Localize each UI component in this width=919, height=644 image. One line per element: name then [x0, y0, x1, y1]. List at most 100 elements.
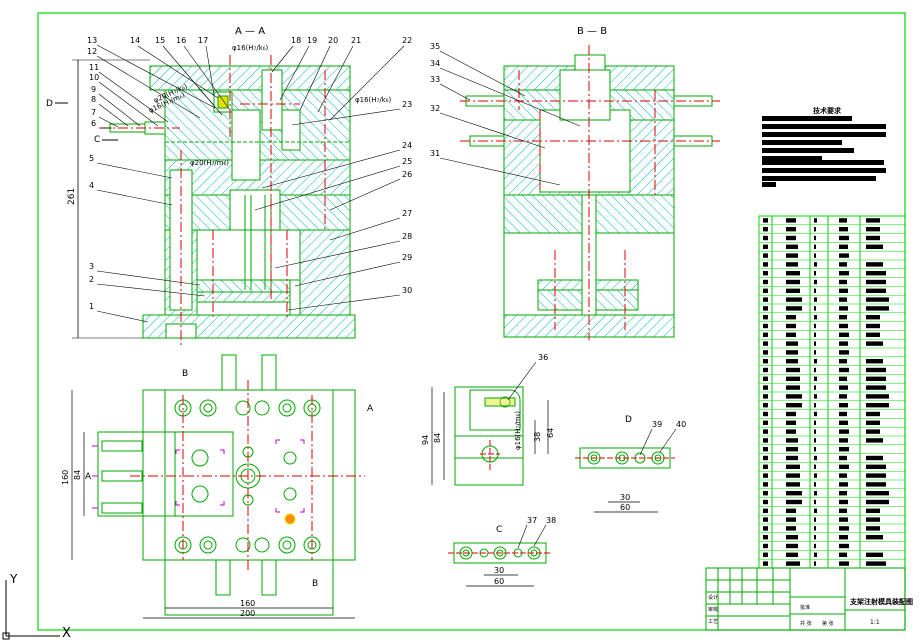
parts-list-cell: [814, 297, 817, 302]
parts-list-cell: [763, 447, 768, 452]
svg-text:20: 20: [328, 36, 338, 45]
parts-list-cell: [786, 262, 798, 267]
svg-text:1: 1: [89, 302, 94, 311]
parts-list-cell: [786, 359, 798, 364]
parts-list-cell: [866, 411, 880, 417]
parts-list-cell: [866, 323, 880, 329]
balloon-39: 39: [652, 420, 662, 429]
parts-list-cell: [839, 535, 848, 540]
svg-text:14: 14: [130, 36, 140, 45]
dim-view-c-60: 60: [494, 577, 504, 586]
parts-list-cell: [786, 235, 796, 241]
parts-list-cell: [786, 385, 800, 390]
parts-list-cell: [763, 385, 768, 390]
dim-overall-height: 261: [67, 188, 77, 205]
parts-list-cell: [763, 535, 768, 540]
parts-list-cell: [786, 535, 798, 540]
balloons-top: 14 15 16 17 18 19 20 21 22: [130, 36, 412, 121]
svg-text:批准: 批准: [800, 604, 810, 611]
view-c-label: C: [496, 525, 502, 535]
parts-list-cell: [786, 394, 802, 399]
title-block-scale: 1:1: [870, 619, 880, 626]
svg-text:3: 3: [89, 262, 94, 271]
parts-list-cell: [866, 315, 880, 320]
balloon-36: 36: [538, 353, 548, 362]
parts-list-cell: [814, 218, 817, 223]
section-bb-view: B — B: [460, 26, 720, 340]
parts-list-cell: [839, 350, 849, 355]
dim-view-d-30: 30: [620, 493, 630, 502]
parts-list-cell: [866, 306, 889, 311]
parts-list-cell: [814, 499, 816, 505]
parts-list-cell: [814, 376, 817, 381]
parts-list-cell: [866, 227, 880, 232]
fit-detail36: φ16(H₇/m₆): [514, 411, 522, 450]
parts-list-cell: [763, 508, 768, 513]
svg-text:4: 4: [89, 181, 94, 190]
parts-list-cell: [786, 552, 798, 557]
parts-list-cell: [839, 543, 849, 549]
parts-list-cell: [839, 227, 848, 232]
parts-list-cell: [839, 306, 848, 311]
parts-list-cell: [866, 359, 883, 364]
parts-list-cell: [839, 517, 848, 522]
svg-text:10: 10: [89, 73, 99, 82]
parts-list-cell: [786, 376, 800, 381]
svg-text:33: 33: [430, 75, 440, 84]
parts-list-cell: [814, 526, 816, 531]
parts-list-cell: [814, 473, 817, 478]
parts-list-cell: [763, 403, 768, 408]
parts-list-cell: [839, 411, 847, 417]
svg-text:5: 5: [89, 154, 94, 163]
parts-list-cell: [839, 341, 848, 346]
balloons-bb: 35 34 33 32 31: [430, 42, 581, 186]
parts-list-cell: [763, 271, 768, 276]
parts-list-cell: [839, 464, 849, 469]
svg-text:8: 8: [91, 95, 96, 104]
parts-list-cell: [839, 420, 848, 425]
view-d-label: D: [625, 415, 632, 425]
parts-list-cell: [814, 323, 816, 329]
parts-list-cell: [839, 438, 848, 443]
svg-text:12: 12: [87, 47, 97, 56]
ucs-icon: Y X: [2, 572, 71, 641]
svg-text:设计: 设计: [708, 594, 718, 601]
parts-list-cell: [786, 271, 800, 276]
parts-list-cell: [814, 508, 817, 513]
view-d: D 30 60 39 40: [575, 415, 686, 513]
svg-text:31: 31: [430, 149, 440, 158]
parts-list-cell: [786, 227, 796, 232]
svg-text:16: 16: [176, 36, 186, 45]
parts-list-cell: [839, 244, 848, 249]
parts-list-cell: [839, 499, 848, 505]
cut-label-d: D: [46, 99, 53, 109]
parts-list-cell: [814, 455, 817, 461]
section-aa-title: A — A: [235, 26, 265, 37]
parts-list-cell: [839, 447, 849, 452]
parts-list-cell: [786, 341, 798, 346]
svg-text:32: 32: [430, 104, 440, 113]
parts-list-cell: [763, 235, 768, 241]
parts-list-cell: [786, 323, 796, 329]
parts-list-cell: [814, 279, 817, 285]
svg-text:26: 26: [402, 170, 412, 179]
parts-list-cell: [866, 438, 883, 443]
svg-text:11: 11: [89, 63, 99, 72]
parts-list-cell: [763, 279, 768, 285]
parts-list-cell: [786, 526, 796, 531]
parts-list-cell: [786, 508, 796, 513]
svg-text:34: 34: [430, 59, 440, 68]
parts-list-cell: [763, 420, 768, 425]
svg-text:18: 18: [291, 36, 301, 45]
parts-list-cell: [763, 350, 768, 355]
parts-list-cell: [814, 403, 816, 408]
title-block: 支架注射模具装配图 1:1 设计 审核 工艺 批准 共 张 第 张: [705, 567, 913, 631]
svg-text:19: 19: [307, 36, 317, 45]
parts-list-cell: [839, 315, 847, 320]
svg-text:9: 9: [91, 85, 96, 94]
title-block-title: 支架注射模具装配图: [849, 597, 913, 606]
detail-36-view: 94 84 38 64 φ16(H₇/m₆) 36: [421, 353, 555, 486]
technical-notes: 技术要求: [762, 106, 886, 187]
parts-list-cell: [763, 332, 768, 337]
parts-list-cell: [763, 429, 768, 434]
